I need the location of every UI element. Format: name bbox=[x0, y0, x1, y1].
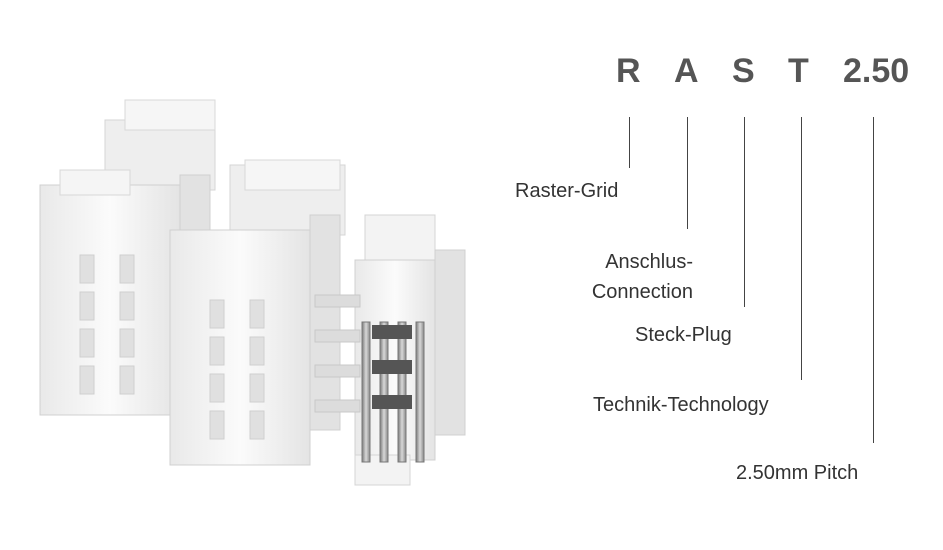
letter-s: S bbox=[732, 52, 755, 90]
letter-t: T bbox=[788, 52, 809, 90]
label-raster-grid: Raster-Grid bbox=[515, 180, 619, 202]
label-anschlus-line1: Anschlus- bbox=[605, 251, 693, 273]
letter-pitch: 2.50 bbox=[843, 52, 910, 90]
label-steck-plug: Steck-Plug bbox=[635, 324, 732, 346]
letter-a: A bbox=[674, 52, 699, 90]
pin-header bbox=[314, 214, 466, 486]
leader-line-r bbox=[629, 117, 630, 168]
leader-line-t bbox=[801, 117, 802, 380]
label-technik-technology: Technik-Technology bbox=[593, 394, 769, 416]
label-pitch: 2.50mm Pitch bbox=[736, 462, 859, 484]
leader-line-a bbox=[687, 117, 688, 229]
label-anschlus-line2: Connection bbox=[591, 281, 693, 303]
connector-photo bbox=[39, 99, 466, 486]
leader-line-pitch bbox=[873, 117, 874, 443]
letter-r: R bbox=[616, 52, 641, 90]
middle-connector-housing bbox=[169, 159, 346, 466]
leader-line-s bbox=[744, 117, 745, 307]
label-anschlus: Anschlus- Connection bbox=[563, 247, 693, 307]
